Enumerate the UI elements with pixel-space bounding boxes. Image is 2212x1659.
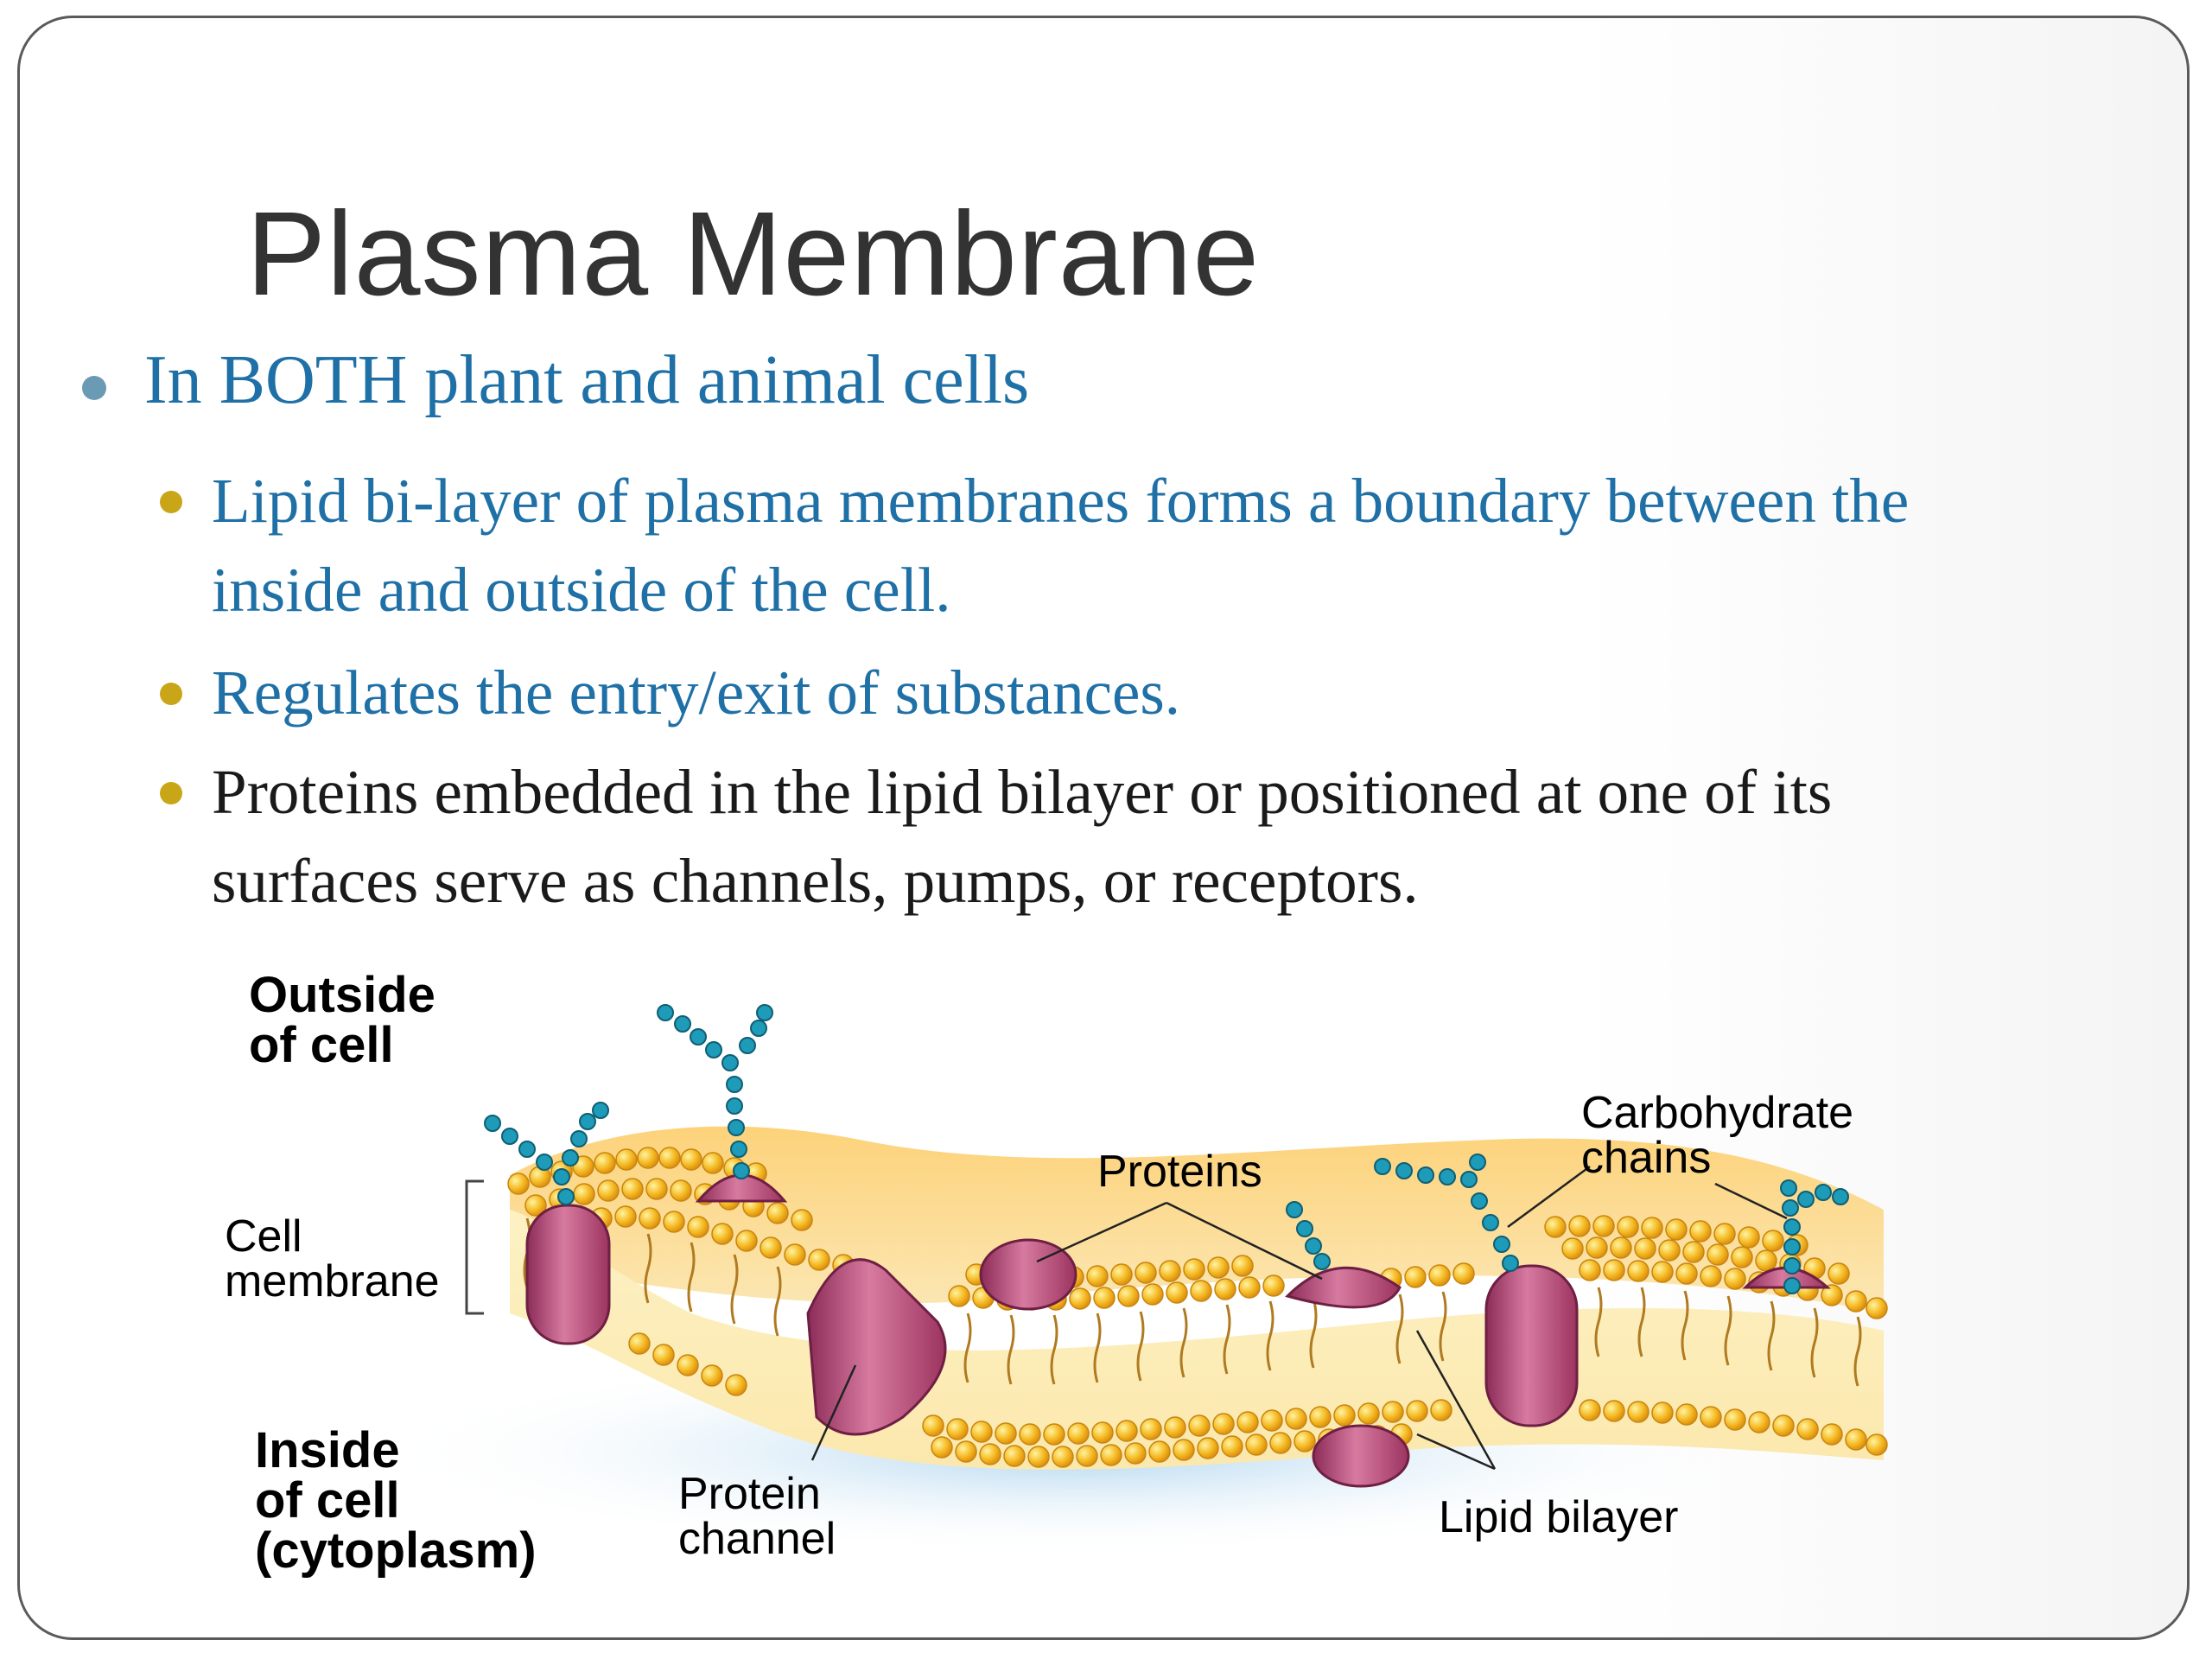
slide-title: Plasma Membrane — [246, 188, 1261, 321]
sub-bullet-text: Proteins embedded in the lipid bilayer o… — [212, 757, 1833, 916]
sub-bullet-text: Lipid bi-layer of plasma membranes forms… — [212, 466, 1910, 625]
label-cell-membrane: Cell membrane — [225, 1211, 440, 1306]
bullet-dot — [160, 683, 182, 705]
label-carbohydrate-chains: Carbohydrate chains — [1581, 1088, 1854, 1183]
label-inside-of-cell: Inside of cell (cytoplasm) — [255, 1422, 537, 1579]
bullet-dot — [160, 782, 182, 804]
carbohydrate-chains — [484, 1004, 1849, 1294]
label-proteins: Proteins — [1097, 1147, 1262, 1197]
bullet-text: In BOTH plant and animal cells — [144, 342, 1030, 418]
bullet-dot — [82, 376, 106, 400]
sub-bullet-text: Regulates the entry/exit of substances. — [212, 658, 1181, 728]
label-outside-of-cell: Outside of cell — [249, 967, 435, 1073]
membrane-proteins — [525, 1173, 1831, 1488]
callout-lines — [810, 1165, 1788, 1471]
cell-membrane-bracket — [465, 1179, 484, 1315]
bullet-dot — [160, 491, 182, 513]
label-protein-channel: Protein channel — [678, 1469, 836, 1564]
label-lipid-bilayer: Lipid bilayer — [1439, 1492, 1679, 1542]
